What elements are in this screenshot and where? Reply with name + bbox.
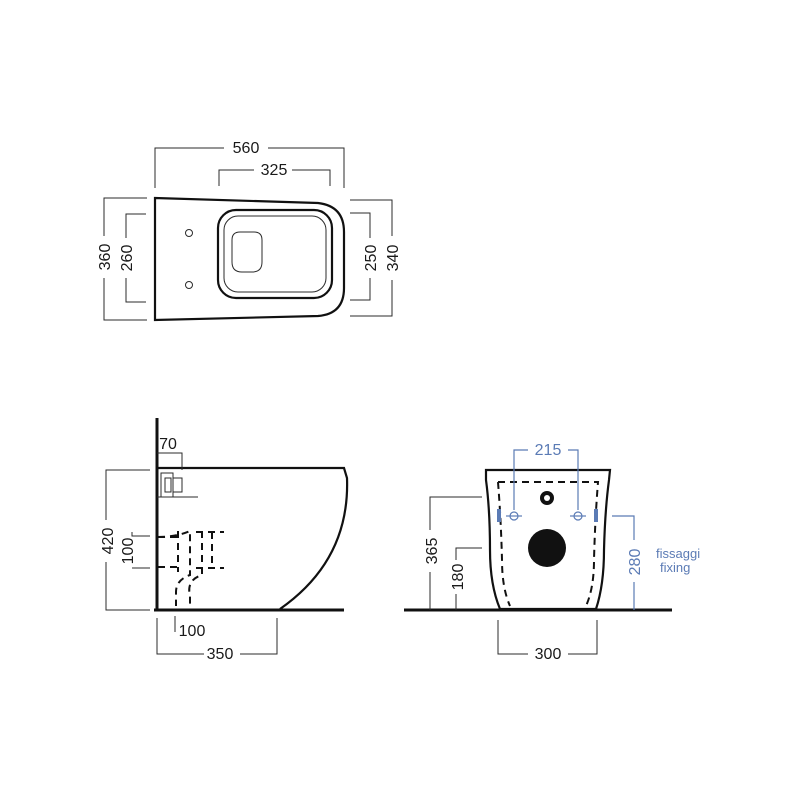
dim-line-340 bbox=[350, 199, 393, 317]
dim-line-280 bbox=[612, 515, 635, 610]
dim-560: 560 bbox=[233, 140, 260, 157]
dim-250: 250 bbox=[363, 245, 380, 272]
fixing-bolt bbox=[157, 477, 198, 498]
dim-line-350 bbox=[156, 618, 278, 655]
front-view: 215 365 180 280 fissaggi fixing 300 bbox=[404, 442, 700, 663]
top-view-bowl-inner bbox=[223, 215, 327, 293]
dim-420: 420 bbox=[100, 528, 117, 555]
dim-line-325 bbox=[218, 169, 331, 186]
top-view-drain bbox=[231, 231, 263, 273]
waste-outlet bbox=[528, 529, 566, 567]
dim-100-horizontal: 100 bbox=[179, 623, 206, 640]
top-view-fixing-hole bbox=[185, 281, 193, 289]
dim-300: 300 bbox=[535, 646, 562, 663]
fixing-point-right bbox=[570, 511, 586, 521]
top-view: 560 325 360 260 250 340 bbox=[97, 140, 402, 322]
dim-line-365 bbox=[429, 496, 482, 610]
dim-line-300 bbox=[497, 620, 598, 655]
dim-360: 360 bbox=[97, 244, 114, 271]
dim-100-vertical: 100 bbox=[120, 538, 137, 565]
dim-line-250 bbox=[350, 212, 371, 301]
fixing-point-left bbox=[506, 511, 522, 521]
dim-280: 280 bbox=[627, 549, 644, 576]
side-view-body bbox=[157, 466, 349, 610]
top-view-bowl-outer bbox=[216, 208, 334, 300]
spigot-dashed bbox=[196, 531, 224, 569]
dim-line-215 bbox=[513, 449, 579, 510]
dim-line-560 bbox=[154, 147, 345, 188]
dim-line-180 bbox=[455, 547, 482, 610]
dim-260: 260 bbox=[119, 245, 136, 272]
dim-180: 180 bbox=[450, 564, 467, 591]
front-view-body bbox=[484, 468, 612, 611]
water-inlet-hole bbox=[544, 495, 550, 501]
fixing-slot-left bbox=[497, 509, 501, 522]
top-view-fixing-hole bbox=[185, 229, 193, 237]
dim-215: 215 bbox=[535, 442, 562, 459]
outlet-dashed bbox=[157, 529, 191, 606]
dim-325: 325 bbox=[261, 162, 288, 179]
fixing-label-it: fissaggi bbox=[656, 546, 700, 561]
dim-line-360 bbox=[103, 197, 147, 321]
dim-70: 70 bbox=[159, 436, 177, 453]
top-view-outline bbox=[153, 196, 346, 322]
dim-line-70 bbox=[157, 452, 183, 470]
side-view: 70 420 100 100 350 bbox=[100, 418, 349, 663]
dim-line-100-v bbox=[131, 532, 150, 569]
fixing-slot-right bbox=[594, 509, 598, 522]
dim-350: 350 bbox=[207, 646, 234, 663]
dim-line-420 bbox=[105, 469, 150, 611]
fixing-bracket-inner bbox=[164, 477, 172, 493]
dim-line-260 bbox=[125, 213, 146, 303]
front-view-inner-dashed bbox=[497, 481, 600, 607]
dim-365: 365 bbox=[424, 538, 441, 565]
fixing-label-en: fixing bbox=[660, 560, 690, 575]
dim-340: 340 bbox=[385, 245, 402, 272]
